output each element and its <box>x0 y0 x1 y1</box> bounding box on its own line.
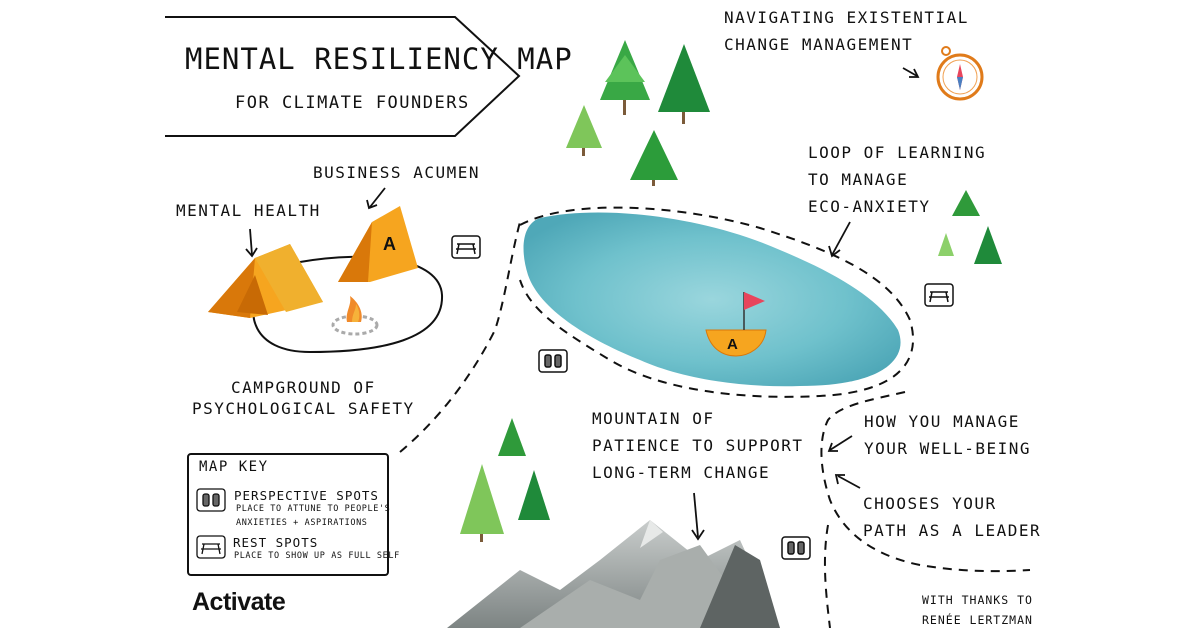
loop-label: LOOP OF LEARNING TO MANAGE ECO-ANXIETY <box>808 143 987 216</box>
page-subtitle: FOR CLIMATE FOUNDERS <box>235 93 470 113</box>
tree-group-bottom <box>460 418 550 542</box>
page-title: MENTAL RESILIENCY MAP <box>185 42 573 76</box>
map-key-box <box>187 453 389 576</box>
key-desc-rest: PLACE TO SHOW UP AS FULL SELF <box>234 551 400 561</box>
key-desc-perspective: PLACE TO ATTUNE TO PEOPLE'S ANXIETIES + … <box>236 504 391 528</box>
tree-group-right <box>938 190 1002 264</box>
mental-health-label: MENTAL HEALTH <box>176 201 321 220</box>
mental-health-tent-icon <box>208 244 323 318</box>
rest-spot-marker <box>924 283 954 307</box>
perspective-spot-marker <box>538 349 568 373</box>
activate-logo: Activate <box>192 588 286 616</box>
map-key-title: MAP KEY <box>199 459 269 475</box>
lake <box>523 212 901 387</box>
picnic-table-icon <box>196 535 226 559</box>
mountain-range <box>447 520 780 628</box>
wellbeing-label: HOW YOU MANAGE YOUR WELL-BEING <box>864 412 1031 458</box>
perspective-spot-marker <box>781 536 811 560</box>
mountain-label: MOUNTAIN OF PATIENCE TO SUPPORT LONG-TER… <box>592 409 804 482</box>
tent-logo: A <box>383 234 396 254</box>
key-item-rest: REST SPOTS <box>233 535 319 550</box>
sailboat-icon <box>705 292 767 357</box>
navigating-label: NAVIGATING EXISTENTIAL CHANGE MANAGEMENT <box>724 8 969 54</box>
path-trail-left <box>399 221 521 453</box>
campground-label: CAMPGROUND OF PSYCHOLOGICAL SAFETY <box>192 378 415 418</box>
binoculars-icon <box>196 488 226 512</box>
thanks-note: WITH THANKS TO RENÉE LERTZMAN <box>922 593 1033 627</box>
business-acumen-label: BUSINESS ACUMEN <box>313 163 480 182</box>
compass-icon <box>936 46 984 101</box>
campfire-icon <box>331 296 379 336</box>
tree-group-top <box>566 40 710 186</box>
boat-logo: A <box>727 336 738 353</box>
path-label: CHOOSES YOUR PATH AS A LEADER <box>863 494 1042 540</box>
lake-loop-trail <box>519 206 915 398</box>
path-trail-right <box>820 391 1031 573</box>
business-acumen-tent-icon <box>338 206 418 282</box>
title-banner <box>165 16 521 137</box>
rest-spot-marker <box>451 235 481 259</box>
key-item-perspective: PERSPECTIVE SPOTS <box>234 488 379 503</box>
